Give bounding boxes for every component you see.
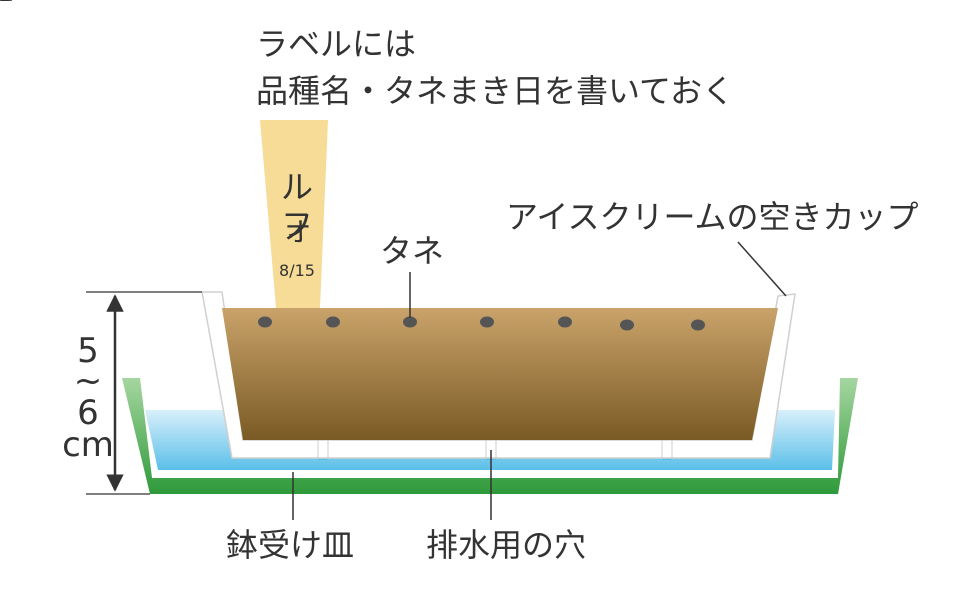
tag-name-char-3: フ	[281, 206, 313, 244]
cup-leader	[737, 241, 787, 297]
seeds	[258, 316, 705, 331]
height-value-bottom: 6	[77, 393, 99, 433]
seed	[480, 316, 494, 328]
seed	[691, 319, 705, 331]
tag-date: 8/15	[279, 261, 315, 280]
seed	[620, 319, 634, 331]
height-tilde: ~	[74, 361, 103, 401]
label-note-line1: ラベルには	[256, 25, 416, 63]
drain-hole-label: 排水用の穴	[426, 526, 586, 564]
seed	[403, 316, 417, 328]
height-value-top: 5	[77, 331, 99, 371]
seed	[258, 316, 272, 328]
seed	[558, 316, 572, 328]
tag-name-char-1: モ	[0, 0, 16, 8]
saucer-body	[122, 378, 858, 494]
soil	[222, 308, 778, 440]
saucer	[122, 378, 858, 494]
leader-lines	[292, 241, 787, 520]
height-unit: cm	[62, 425, 114, 465]
tag-name-char-2: ル	[281, 168, 313, 206]
plant-label-tag: モ ル フ ォ 8/15	[0, 0, 328, 308]
cup-label: アイスクリームの空きカップ	[506, 198, 918, 236]
label-note-line2: 品種名・タネまき日を書いておく	[256, 72, 734, 110]
label-stick	[260, 120, 328, 308]
height-dimension: 5 ~ 6 cm	[62, 291, 202, 495]
saucer-label: 鉢受け皿	[226, 526, 354, 564]
seed-label: タネ	[380, 232, 444, 270]
seed	[326, 316, 340, 328]
tag-name-char-4: ォ	[281, 210, 313, 248]
